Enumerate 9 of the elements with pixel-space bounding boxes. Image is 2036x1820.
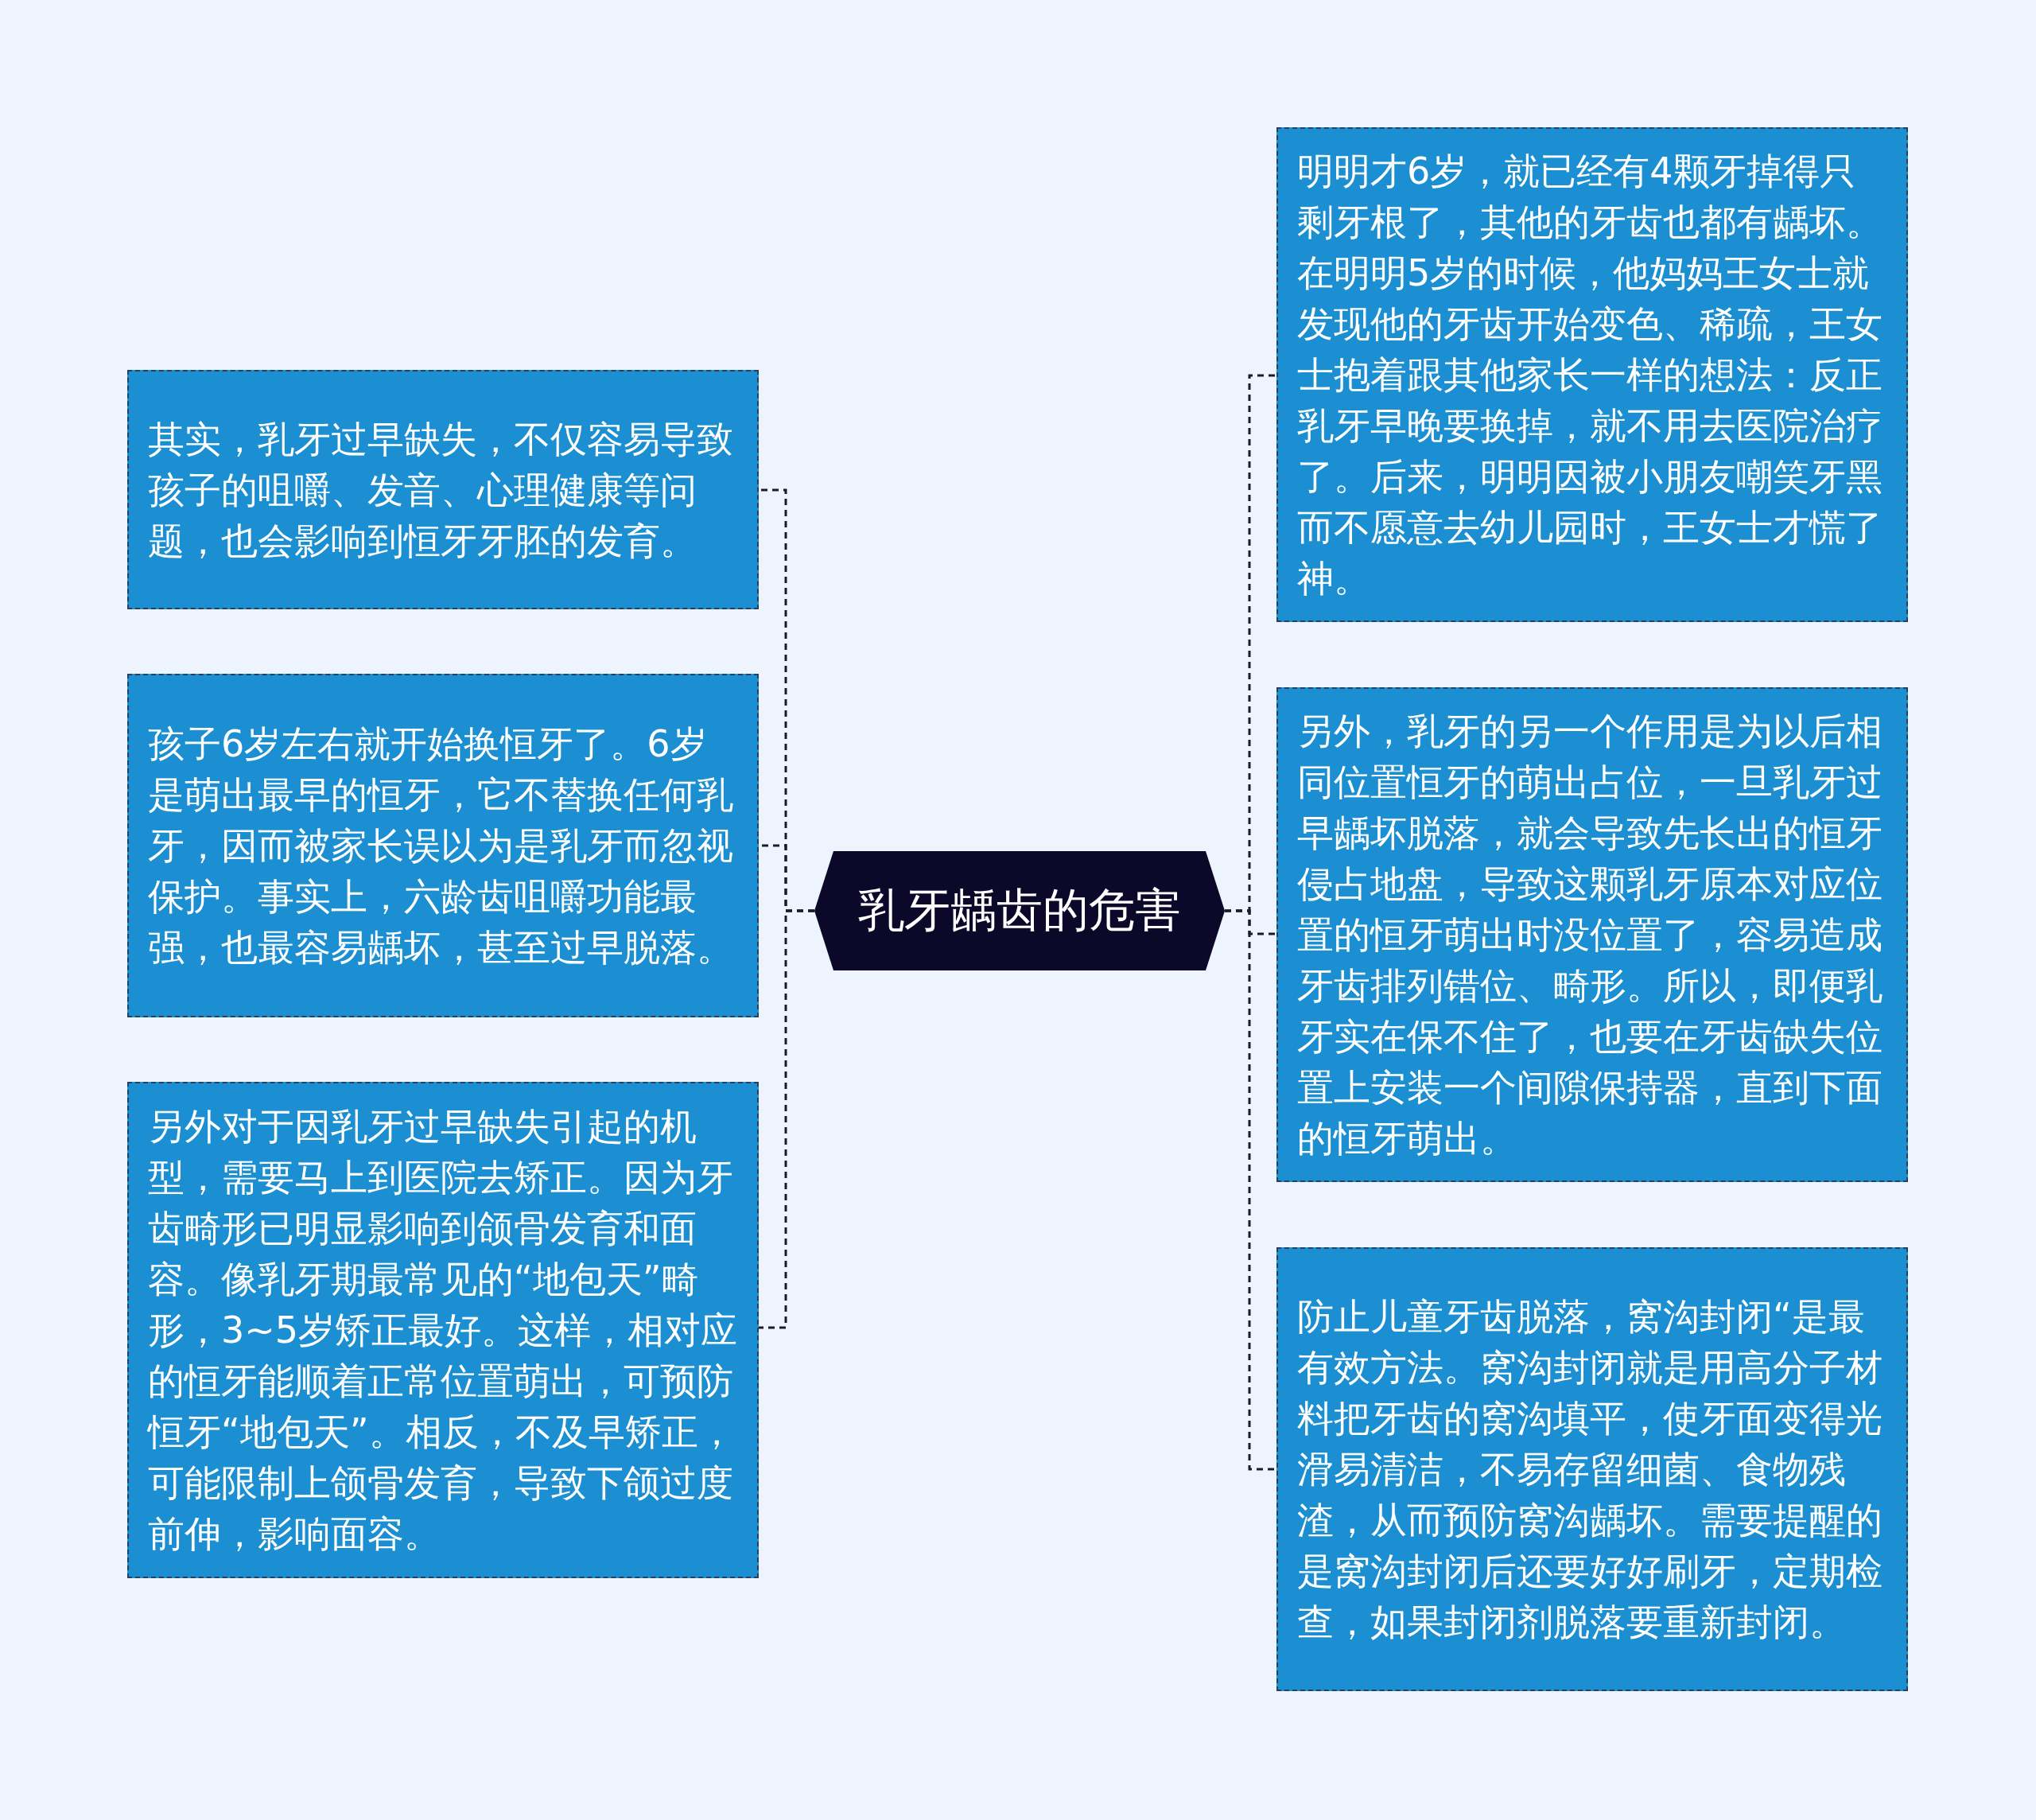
text-box: 另外对于因乳牙过早缺失引起的机型，需要马上到医院去矫正。因为牙齿畸形已明显影响到颌骨发育和面容。像乳牙期最常见的“地包天”畸形，3~5岁矫正最好。这样，相对应的恒牙能顺着正常位置萌出，可预防恒牙“地包天”。相反，不及早矫正，可能限制上颌骨发育，导致下颌过度前伸，影响面容。 [127,1082,759,1578]
connector-line [1225,909,1276,1471]
text-box: 另外，乳牙的另一个作用是为以后相同位置恒牙的萌出占位，一旦乳牙过早龋坏脱落，就会导致先长出的恒牙侵占地盘，导致这颗乳牙原本对应位置的恒牙萌出时没位置了，容易造成牙齿排列错位、畸形。所以，即便乳牙实在保不住了，也要在牙齿缺失位置上安装一个间隙保持器，直到下面的恒牙萌出。 [1276,687,1908,1182]
text-box: 明明才6岁，就已经有4颗牙掉得只剩牙根了，其他的牙齿也都有龋坏。在明明5岁的时候，他妈妈王女士就发现他的牙齿开始变色、稀疏，王女士抱着跟其他家长一样的想法：反正乳牙早晚要换掉，就不用去医院治疗了。后来，明明因被小朋友嘲笑牙黑而不愿意去幼儿园时，王女士才慌了神。 [1276,127,1908,622]
topic-hexagon: 乳牙龋齿的危害 [814,851,1225,970]
text-box: 孩子6岁左右就开始换恒牙了。6岁是萌出最早的恒牙，它不替换任何乳牙，因而被家长误以为是乳牙而忽视保护。事实上，六龄齿咀嚼功能最强，也最容易龋坏，甚至过早脱落。 [127,674,759,1017]
connector-line [759,909,814,1329]
text-box: 其实，乳牙过早缺失，不仅容易导致孩子的咀嚼、发音、心理健康等问题，也会影响到恒牙牙胚的发育。 [127,370,759,609]
text-box: 防止儿童牙齿脱落，窝沟封闭“是最有效方法。窝沟封闭就是用高分子材料把牙齿的窝沟填平，使牙面变得光滑易清洁，不易存留细菌、食物残渣，从而预防窝沟龋坏。需要提醒的是窝沟封闭后还要好好刷牙，定期检查，如果封闭剂脱落要重新封闭。 [1276,1247,1908,1691]
